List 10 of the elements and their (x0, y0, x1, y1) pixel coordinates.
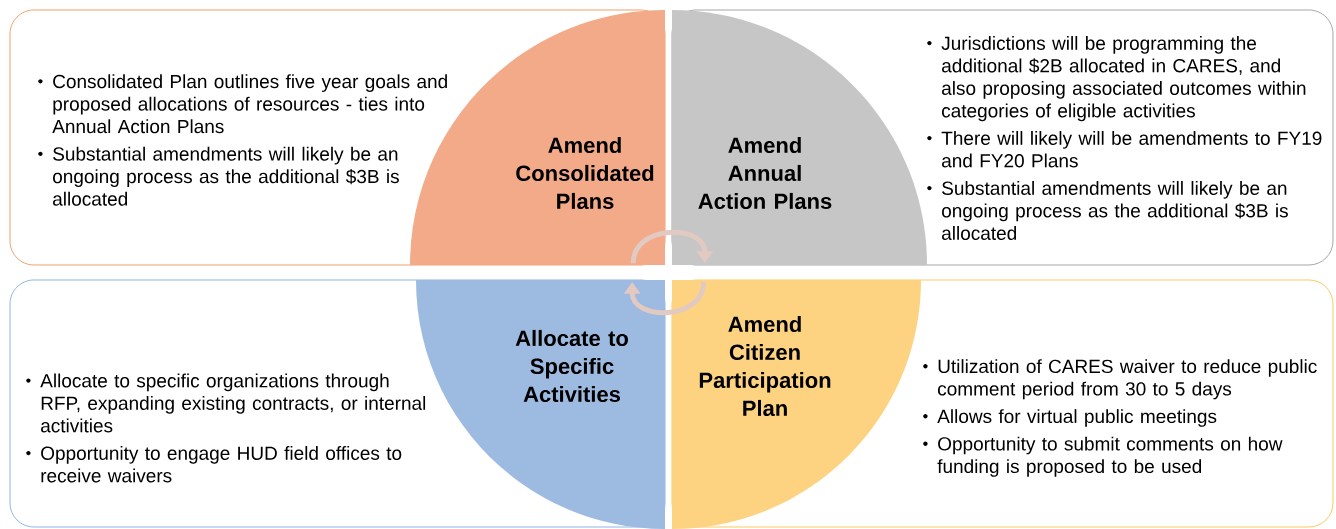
bullet-point: Substantial amendments will likely be an ongoing process as the additional $3B is allocated (927, 181, 1288, 240)
bullet-point: Jurisdictions will be programming the additional $2B allocated in CARES, and also proposing associated outcomes within categories of eligible activities (927, 36, 1306, 122)
curved-arrow (630, 229, 714, 264)
curved-arrow (623, 281, 707, 316)
bullet-point: Allows for virtual public meetings (923, 409, 1217, 427)
bullet-point: Utilization of CARES waiver to reduce public comment period from 30 to 5 days (923, 359, 1317, 400)
bullet-point: Opportunity to engage HUD field offices to receive waivers (26, 446, 402, 483)
bullet-point: There will likely will be amendments to FY19 and FY20 Plans (927, 131, 1322, 168)
bullet-point: Substantial amendments will likely be an ongoing process as the additional $3B is allocated (38, 146, 399, 206)
bullet-point: Opportunity to submit comments on how funding is proposed to be used (923, 436, 1283, 477)
